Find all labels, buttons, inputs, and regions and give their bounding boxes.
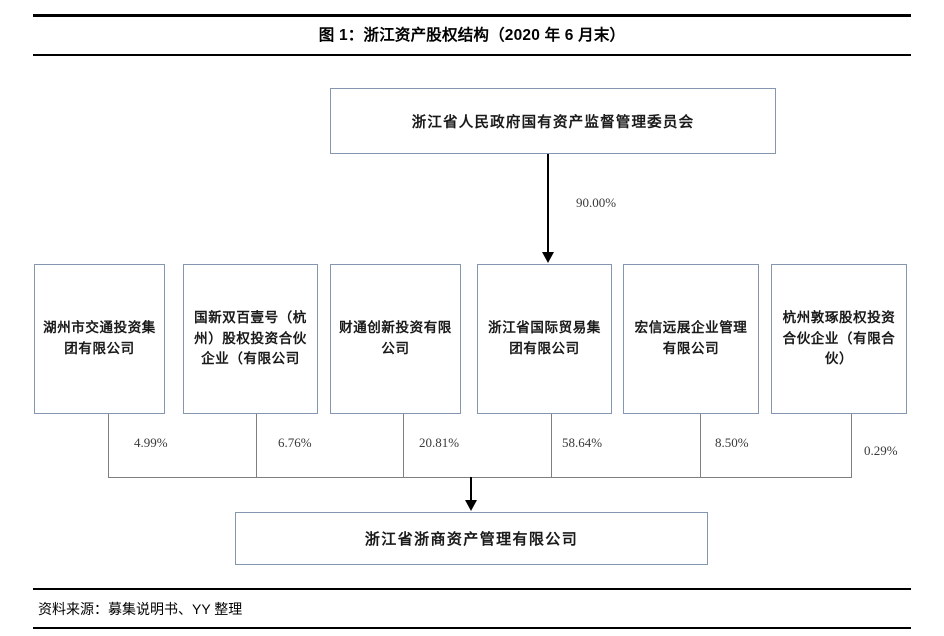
edge-sasac-to-zjitg-line: [547, 154, 549, 253]
node-hongxin-label: 宏信远展企业管理有限公司: [634, 320, 748, 357]
connector-caitong: [403, 414, 405, 478]
node-sasac-label: 浙江省人民政府国有资产监督管理委员会: [411, 113, 695, 131]
source-note: 资料来源：募集说明书、YY 整理: [38, 601, 243, 617]
connector-hongxin: [700, 414, 702, 478]
node-target-label: 浙江省浙商资产管理有限公司: [364, 530, 579, 548]
node-zjitg: 浙江省国际贸易集团有限公司: [477, 264, 612, 414]
edge-label-850: 8.50%: [715, 435, 749, 450]
node-huzhou: 湖州市交通投资集团有限公司: [34, 264, 165, 414]
title-rule-top: [33, 14, 911, 17]
node-huzhou-label: 湖州市交通投资集团有限公司: [43, 320, 156, 357]
node-guoxin: 国新双百壹号（杭州）股权投资合伙企业（有限公司: [183, 264, 318, 414]
figure-title: 图 1：浙江资产股权结构（2020 年 6 月末）: [318, 27, 626, 44]
edge-label-499: 4.99%: [134, 435, 168, 450]
edge-bus-to-target-line: [470, 477, 472, 503]
edge-sasac-to-zjitg-arrowhead: [542, 252, 554, 263]
edge-label-029: 0.29%: [864, 443, 898, 458]
node-zjitg-label: 浙江省国际贸易集团有限公司: [488, 320, 601, 357]
node-caitong: 财通创新投资有限公司: [330, 264, 461, 414]
connector-zjitg: [551, 414, 553, 478]
footer-rule-top: [33, 588, 911, 590]
node-sasac: 浙江省人民政府国有资产监督管理委员会: [330, 88, 776, 154]
connector-bus: [108, 477, 852, 479]
connector-guoxin: [256, 414, 258, 478]
node-hongxin: 宏信远展企业管理有限公司: [623, 264, 759, 414]
node-caitong-label: 财通创新投资有限公司: [339, 320, 452, 357]
edge-label-5864: 58.64%: [562, 435, 603, 450]
edge-bus-to-target-arrowhead: [465, 500, 477, 511]
edge-label-676: 6.76%: [278, 435, 312, 450]
connector-dunzhuo: [851, 414, 853, 478]
node-guoxin-label: 国新双百壹号（杭州）股权投资合伙企业（有限公司: [194, 309, 307, 368]
edge-label-2081: 20.81%: [419, 435, 460, 450]
node-target: 浙江省浙商资产管理有限公司: [235, 512, 708, 565]
node-dunzhuo: 杭州敦琢股权投资合伙企业（有限合伙）: [771, 264, 907, 414]
node-dunzhuo-label: 杭州敦琢股权投资合伙企业（有限合伙）: [782, 309, 896, 368]
edge-label-90: 90.00%: [576, 195, 617, 210]
connector-huzhou: [108, 414, 110, 478]
title-rule-bottom: [33, 54, 911, 56]
footer-rule-bottom: [33, 627, 911, 629]
